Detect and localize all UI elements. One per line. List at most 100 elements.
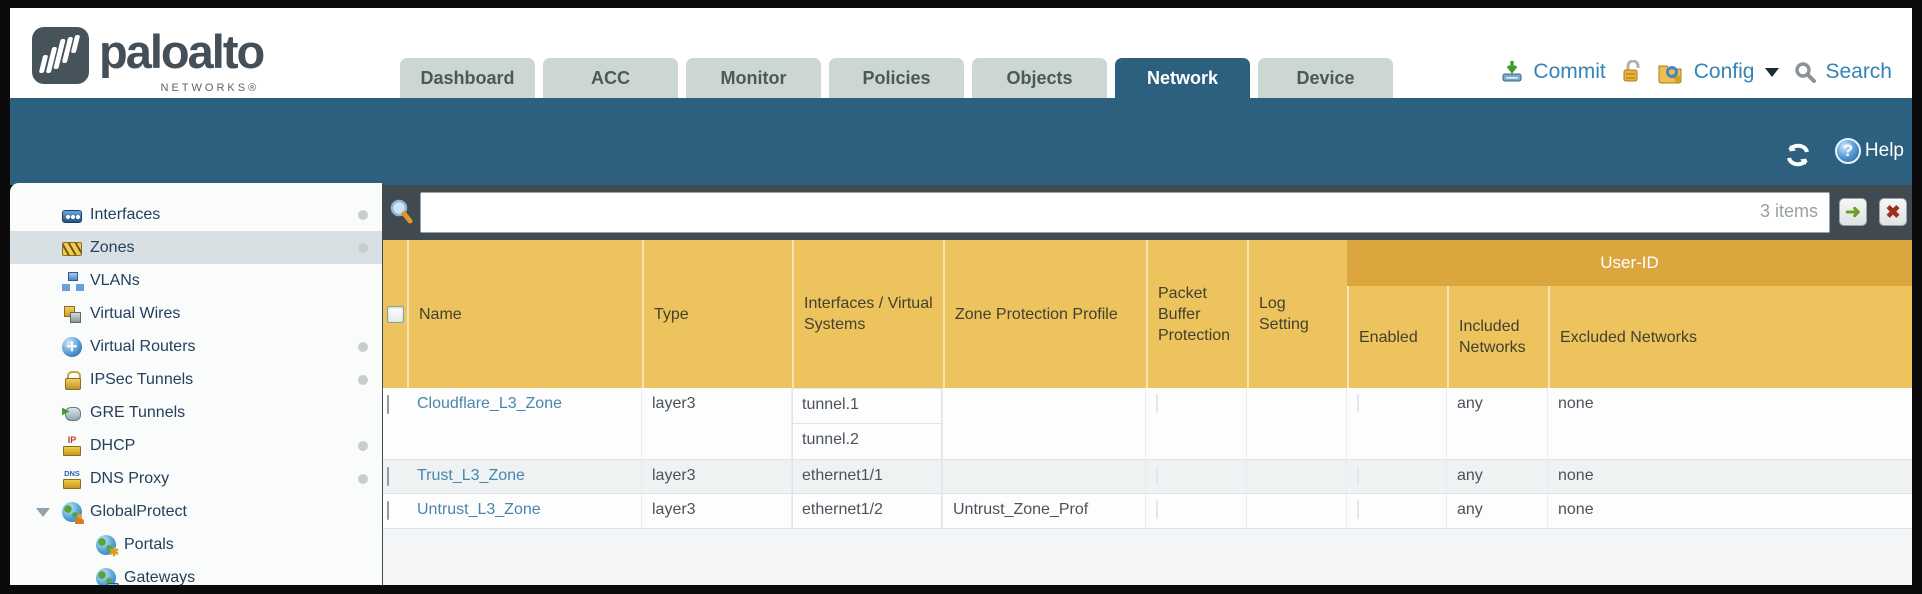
interface-item: tunnel.2 (792, 424, 942, 459)
row-checkbox-cell (383, 494, 407, 528)
user-id-enabled-checkbox[interactable] (1357, 500, 1359, 519)
teal-toolbar-band: ? Help (10, 98, 1912, 185)
column-header-name[interactable]: Name (407, 240, 642, 388)
status-dot (358, 441, 368, 451)
config-icon[interactable] (1658, 60, 1685, 84)
tab-network[interactable]: Network (1115, 58, 1250, 98)
apply-filter-button[interactable]: ➜ (1839, 198, 1867, 226)
row-checkbox-cell (383, 460, 407, 493)
virtual-routers-icon (62, 336, 82, 357)
row-checkbox-cell (383, 388, 407, 459)
sidebar-item-gre-tunnels[interactable]: GRE Tunnels (10, 396, 382, 429)
column-header-zone-protection-profile[interactable]: Zone Protection Profile (943, 240, 1146, 388)
tab-objects[interactable]: Objects (972, 58, 1107, 98)
dhcp-icon (62, 436, 82, 456)
ipsec-tunnels-icon (62, 370, 82, 390)
sidebar-item-dhcp[interactable]: DHCP (10, 429, 382, 462)
user-id-enabled-checkbox[interactable] (1357, 466, 1359, 485)
interfaces-icon (62, 205, 82, 225)
column-header-excluded-networks[interactable]: Excluded Networks (1548, 286, 1912, 388)
help-button[interactable]: ? Help (1834, 138, 1904, 164)
sidebar-item-portals[interactable]: ✱ Portals (10, 528, 382, 561)
brand-name: paloalto (99, 25, 265, 78)
paloalto-logo-icon (32, 27, 89, 84)
select-all-checkbox[interactable] (386, 305, 404, 323)
zone-type: layer3 (642, 388, 792, 459)
refresh-icon[interactable] (1784, 142, 1812, 168)
zone-type: layer3 (642, 494, 792, 528)
brand-subtitle: NETWORKS® (160, 82, 260, 94)
packet-buffer-checkbox[interactable] (1156, 500, 1158, 519)
packet-buffer-protection-cell (1146, 388, 1247, 459)
virtual-wires-icon (62, 304, 82, 324)
log-setting (1247, 388, 1347, 459)
column-header-enabled[interactable]: Enabled (1347, 286, 1447, 388)
clear-filter-button[interactable]: ✖ (1879, 198, 1907, 226)
row-checkbox[interactable] (387, 467, 389, 486)
column-header-packet-buffer-protection[interactable]: Packet Buffer Protection (1146, 240, 1247, 388)
packet-buffer-checkbox[interactable] (1156, 394, 1158, 413)
sidebar-item-vlans[interactable]: VLANs (10, 264, 382, 297)
sidebar-item-virtual-routers[interactable]: Virtual Routers (10, 330, 382, 363)
tab-device[interactable]: Device (1258, 58, 1393, 98)
user-id-group-header: User-ID (1347, 240, 1912, 286)
status-dot (358, 243, 368, 253)
status-dot (358, 342, 368, 352)
tab-policies[interactable]: Policies (829, 58, 964, 98)
gateways-icon (96, 567, 119, 585)
excluded-networks: none (1558, 467, 1594, 484)
column-header-interfaces[interactable]: Interfaces / Virtual Systems (792, 240, 943, 388)
top-action-bar: Commit Config Search (1500, 60, 1892, 84)
filter-input[interactable] (420, 192, 1830, 233)
tab-acc[interactable]: ACC (543, 58, 678, 98)
included-networks: any (1447, 494, 1548, 528)
excluded-networks: none (1558, 501, 1594, 518)
network-sidebar: Interfaces Zones VLANs Virtual Wires Vir… (10, 183, 382, 585)
sidebar-item-ipsec-tunnels[interactable]: IPSec Tunnels (10, 363, 382, 396)
sidebar-item-dns-proxy[interactable]: DNS Proxy (10, 462, 382, 495)
sidebar-item-gateways[interactable]: Gateways (10, 561, 382, 585)
user-id-enabled-checkbox[interactable] (1357, 394, 1359, 413)
user-id-enabled-cell (1347, 460, 1447, 493)
tab-dashboard[interactable]: Dashboard (400, 58, 535, 98)
expand-arrow-icon[interactable] (36, 508, 50, 517)
globalprotect-icon (62, 501, 84, 524)
zone-name-link[interactable]: Cloudflare_L3_Zone (417, 395, 562, 412)
status-dot (358, 375, 368, 385)
sidebar-item-virtual-wires[interactable]: Virtual Wires (10, 297, 382, 330)
commit-icon[interactable] (1500, 60, 1524, 84)
zone-protection-profile: Untrust_Zone_Prof (943, 494, 1146, 528)
tab-monitor[interactable]: Monitor (686, 58, 821, 98)
search-button[interactable]: Search (1825, 60, 1892, 83)
sidebar-item-zones[interactable]: Zones (10, 231, 382, 264)
zone-name-link[interactable]: Untrust_L3_Zone (417, 501, 541, 518)
column-header-included-networks[interactable]: Included Networks (1447, 286, 1548, 388)
column-header-type[interactable]: Type (642, 240, 792, 388)
included-networks: any (1447, 460, 1548, 493)
commit-button[interactable]: Commit (1533, 60, 1606, 83)
sidebar-item-globalprotect[interactable]: GlobalProtect (10, 495, 382, 528)
lock-icon[interactable] (1621, 60, 1643, 84)
config-button[interactable]: Config (1693, 60, 1755, 83)
zone-interfaces-cell: tunnel.1 tunnel.2 (792, 388, 943, 459)
excluded-networks: none (1558, 395, 1594, 412)
zone-name-link[interactable]: Trust_L3_Zone (417, 467, 525, 484)
user-id-enabled-cell (1347, 494, 1447, 528)
zones-table: Name Type Interfaces / Virtual Systems Z… (383, 240, 1912, 585)
config-dropdown-caret-icon[interactable] (1765, 67, 1780, 77)
row-checkbox[interactable] (387, 395, 389, 414)
user-id-enabled-cell (1347, 388, 1447, 459)
sidebar-item-interfaces[interactable]: Interfaces (10, 198, 382, 231)
zone-interfaces-cell: ethernet1/1 (792, 460, 943, 493)
search-icon[interactable] (1794, 61, 1817, 83)
table-empty-area (383, 529, 1912, 585)
row-checkbox[interactable] (387, 501, 389, 520)
packet-buffer-checkbox[interactable] (1156, 466, 1158, 485)
table-row: Cloudflare_L3_Zone layer3 tunnel.1 tunne… (383, 388, 1912, 460)
top-header-band: paloalto NETWORKS® Dashboard ACC Monitor… (10, 8, 1912, 98)
dns-proxy-icon (62, 469, 82, 489)
column-header-log-setting[interactable]: Log Setting (1247, 240, 1347, 388)
interface-item: ethernet1/1 (792, 460, 942, 493)
zones-main-panel: 3 items ➜ ✖ Name Type Interfaces / Virtu… (382, 185, 1912, 585)
filter-search-icon (388, 198, 414, 226)
